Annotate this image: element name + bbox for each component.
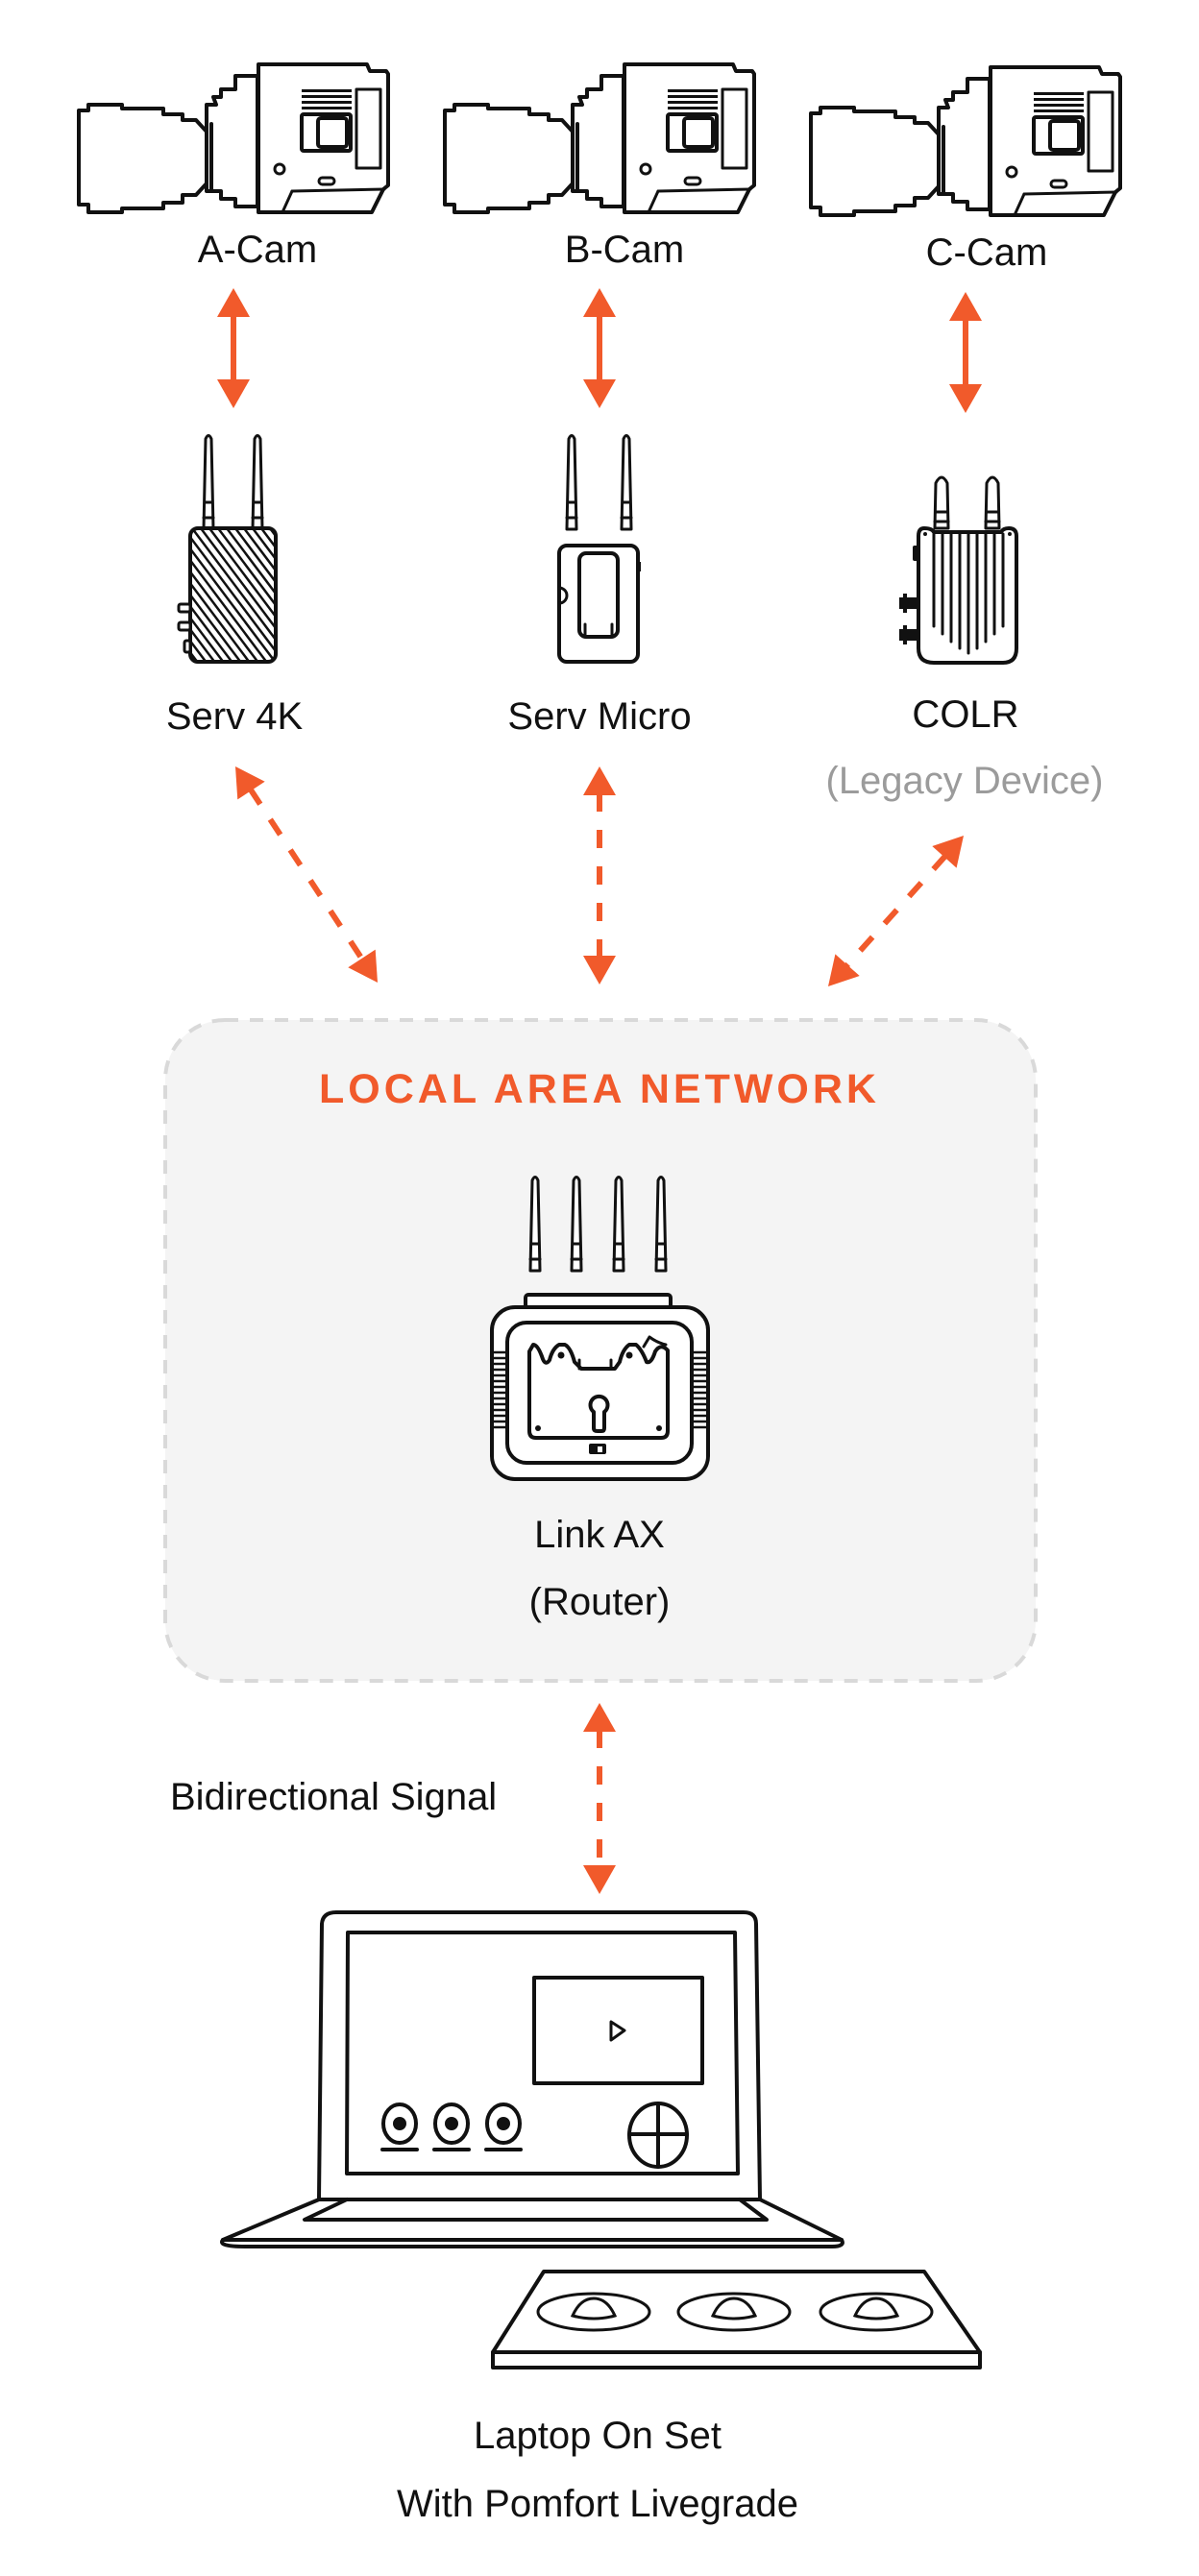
lan-title: LOCAL AREA NETWORK [319,1066,880,1112]
arrow-a-cam-serv-4k [217,288,250,408]
grading-panel-icon [491,2270,982,2369]
laptop-icon [220,1910,844,2248]
arrow-lan-laptop [583,1703,616,1894]
laptop-label-line2: With Pomfort Livegrade [397,2483,798,2525]
serv-micro-icon [557,434,641,664]
camera-a-label: A-Cam [197,229,318,271]
colr-icon [899,475,1018,665]
link-ax-router-icon [490,1176,710,1481]
arrow-serv-micro-lan [583,766,616,984]
trackball-2 [676,2292,792,2332]
laptop-label-line1: Laptop On Set [474,2415,722,2457]
camera-c-icon [809,65,1122,217]
arrow-b-cam-serv-micro [583,288,616,408]
serv-4k-label: Serv 4K [165,695,304,738]
arrow-colr-lan [828,836,964,986]
arrow-serv-4k-lan [235,766,378,983]
serv-4k-icon [177,434,278,664]
bidirectional-signal-label: Bidirectional Signal [170,1776,498,1818]
camera-b-icon [443,62,756,214]
camera-c-label: C-Cam [925,231,1048,274]
arrow-c-cam-colr [949,292,982,413]
router-name-label: Link AX [534,1514,665,1556]
colr-label: COLR [912,693,1019,736]
monitor-controls [380,2102,523,2151]
camera-a-icon [77,62,390,214]
router-role-label: (Router) [528,1581,671,1623]
trackball-1 [536,2292,651,2332]
camera-b-label: B-Cam [564,229,685,271]
serv-micro-label: Serv Micro [507,695,692,738]
trackball-3 [819,2292,934,2332]
legacy-device-note: (Legacy Device) [825,760,1104,802]
